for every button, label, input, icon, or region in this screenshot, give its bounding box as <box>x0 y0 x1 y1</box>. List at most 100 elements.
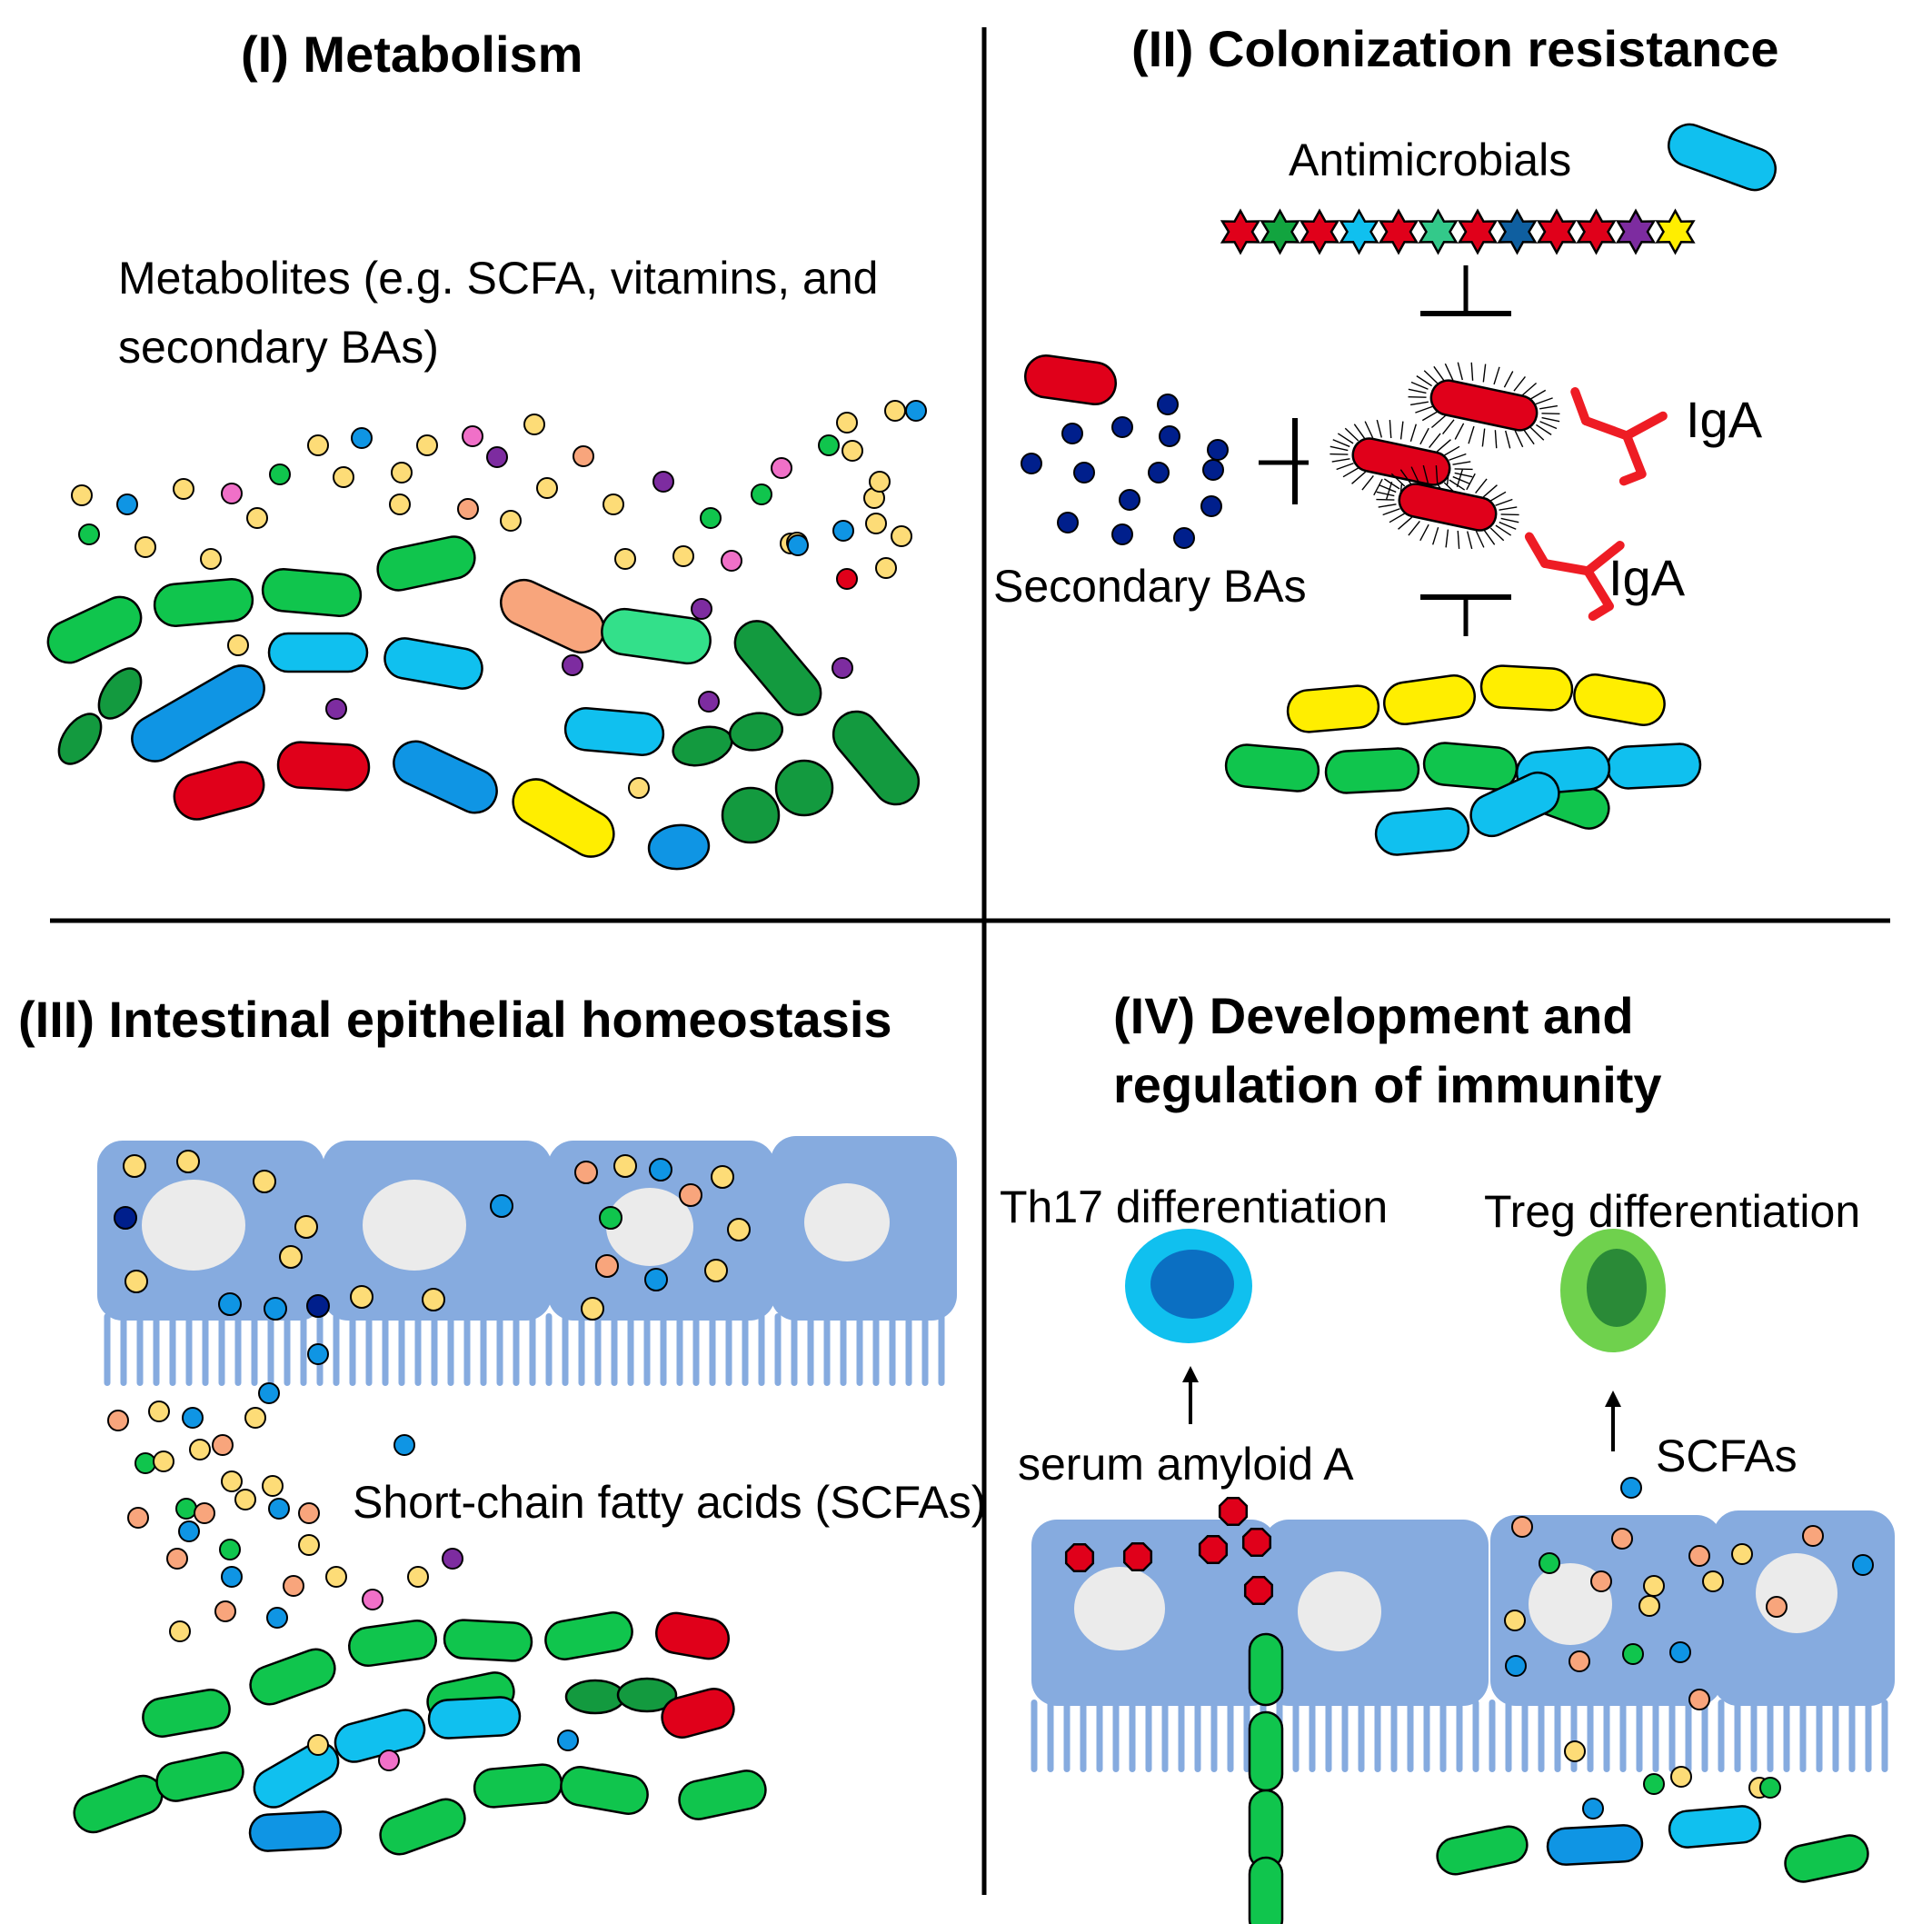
metabolites-label: Metabolites (e.g. SCFA, vitamins, and se… <box>118 253 879 373</box>
microvillus <box>1816 1700 1823 1772</box>
iga-coated-bacterium <box>1429 379 1539 432</box>
microvillus <box>856 1313 863 1386</box>
panel1-metabolite-dot <box>672 545 694 567</box>
panel1-metabolite-dot <box>869 471 891 493</box>
microvillus <box>1652 1700 1659 1772</box>
microvillus <box>1636 1700 1643 1772</box>
panel1-lightblue-rod <box>267 632 369 673</box>
iga-coated-bacterium-pilus <box>1444 363 1454 381</box>
microvillus <box>905 1313 912 1386</box>
microvillus <box>1309 1700 1316 1772</box>
secondary-bile-acid-dot <box>1061 423 1083 444</box>
serum-amyloid-a-particle <box>1122 1541 1153 1572</box>
iga-coated-bacterium-pilus <box>1432 527 1439 545</box>
panel1-metabolite-dot <box>462 425 483 447</box>
iga-coated-bacterium-pilus <box>1398 516 1413 530</box>
secondary-bile-acid-dot <box>1173 527 1195 549</box>
panel3-coccus <box>564 1679 626 1715</box>
microvillus <box>1096 1700 1103 1772</box>
segmented-filamentous-bacterium <box>1248 1710 1284 1792</box>
panel3-scfa-dot <box>127 1507 149 1529</box>
panel4-cell-metabolite <box>1669 1641 1691 1663</box>
panel1-metabolite-dot <box>562 654 583 676</box>
panel3-scfa-dot <box>221 1470 243 1492</box>
iga-coated-bacterium-pilus <box>1376 419 1382 438</box>
iga-coated-bacterium-pilus <box>1419 427 1429 445</box>
panel3-cell-metabolite <box>649 1158 672 1181</box>
panel1-metabolite-dot <box>351 427 373 449</box>
panel1-coccus <box>57 713 103 765</box>
panel3-cell-metabolite <box>599 1206 622 1230</box>
microvillus <box>1521 1700 1529 1772</box>
microvillus <box>1161 1700 1169 1772</box>
microvillus <box>431 1313 438 1386</box>
panel3-scfa-dot <box>244 1407 266 1429</box>
treg-cell-nucleus <box>1587 1249 1647 1327</box>
iga-coated-bacterium-pilus <box>1536 424 1552 435</box>
microvillus <box>1750 1700 1758 1772</box>
panel3-green-rod <box>73 1774 164 1834</box>
iga-coated-bacterium-pilus <box>1482 484 1498 498</box>
panel1-metabolite-dot <box>905 400 927 422</box>
panel4-cell-metabolite <box>1504 1610 1526 1631</box>
microvillus <box>872 1313 880 1386</box>
panel1-green-rod <box>46 595 143 664</box>
panel1-metabolite-dot <box>875 557 897 579</box>
panel1-metabolite-dot <box>536 477 558 499</box>
iga-coated-bacterium-pilus <box>1336 463 1354 471</box>
microvillus <box>529 1313 536 1386</box>
microvillus <box>643 1313 651 1386</box>
panel4-cell-metabolite <box>1702 1570 1724 1592</box>
iga-coated-bacterium-pilus <box>1483 529 1496 545</box>
microvillus <box>120 1313 127 1386</box>
secondary-bile-acid-dot <box>1159 425 1180 447</box>
panel1-darkgreen-rod <box>832 710 921 806</box>
panel3-cell-metabolite <box>124 1270 148 1293</box>
iga-antibody-segment <box>1581 416 1632 441</box>
iga-coated-bacterium-pilus <box>1452 475 1470 484</box>
panel4-cell-metabolite <box>1622 1643 1644 1665</box>
antimicrobial-peptide-star <box>1457 208 1499 255</box>
iga-coated-bacterium-pilus <box>1457 362 1463 381</box>
iga-coated-bacterium-pilus <box>1475 478 1488 493</box>
panel-1-title: (I) Metabolism <box>241 25 583 83</box>
panel4-cell-metabolite <box>1590 1570 1612 1592</box>
antimicrobial-peptide-star <box>1260 208 1300 255</box>
segmented-filamentous-bacterium <box>1248 1632 1284 1707</box>
panel2-red-rod <box>1024 354 1117 406</box>
iga-coated-bacterium <box>1398 483 1498 532</box>
panel4-lumen-metabolite <box>1759 1777 1781 1799</box>
iga-coated-bacterium-pilus <box>1467 531 1473 550</box>
treg-arrow-head <box>1605 1391 1621 1407</box>
microvillus <box>938 1313 945 1386</box>
iga-coated-bacterium-pilus <box>1423 370 1439 384</box>
scfa-label: Short-chain fatty acids (SCFAs) <box>353 1477 987 1528</box>
microvillus <box>365 1313 373 1386</box>
panel3-lightblue-rod <box>253 1741 340 1809</box>
antimicrobial-peptide-star <box>1339 208 1379 255</box>
panel3-green-rod <box>678 1769 767 1820</box>
panel2-lightblue-rod <box>1469 771 1560 838</box>
microvillus <box>1701 1700 1708 1772</box>
microvillus <box>267 1313 274 1386</box>
panel1-metabolite-dot <box>721 550 742 572</box>
iga-coated-bacterium-pilus <box>1481 428 1486 447</box>
panel1-metabolite-dot <box>628 777 650 799</box>
iga-coated-bacterium-pilus <box>1409 401 1429 406</box>
panel1-blue-rod <box>131 664 265 763</box>
iga-coated-bacterium-pilus <box>1399 421 1404 440</box>
secondary-bile-acid-dot <box>1073 462 1095 483</box>
microvillus <box>1194 1700 1201 1772</box>
panel4-cell-metabolite <box>1688 1545 1710 1567</box>
antimicrobial-peptide-star <box>1576 208 1617 255</box>
panel4-lumen-metabolite <box>1564 1740 1586 1762</box>
iga-coated-bacterium-pilus <box>1482 364 1487 383</box>
iga-coated-bacterium-pilus <box>1452 461 1471 465</box>
cell-nucleus <box>1074 1567 1165 1650</box>
microvillus <box>234 1313 242 1386</box>
microvillus <box>1374 1700 1381 1772</box>
panel4-cell-metabolite <box>1569 1650 1590 1672</box>
panel1-metabolite-dot <box>200 548 222 570</box>
microvillus <box>1587 1700 1594 1772</box>
panel3-cell-metabolite <box>253 1170 276 1193</box>
